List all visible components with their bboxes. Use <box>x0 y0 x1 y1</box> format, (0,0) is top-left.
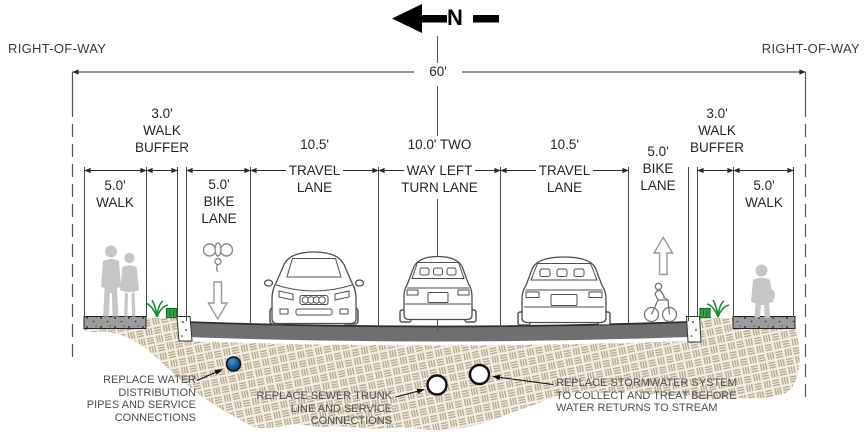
curb-left <box>176 316 193 342</box>
annotation-sewer: REPLACE SEWER TRUNK LINE AND SERVICE CON… <box>256 390 393 427</box>
annotation-water: REPLACE WATER DISTRIBUTION PIPES AND SER… <box>86 374 196 424</box>
bike-lane-arrow-up-icon <box>652 236 674 276</box>
bike-symbol-right-icon <box>643 282 678 323</box>
lane-label-two-way-left-turn: 10.0' TWO WAY LEFT TURN LANE <box>401 136 478 195</box>
north-arrow-icon <box>392 4 499 33</box>
lane-label-walk-buffer-right: 3.0' WALK BUFFER <box>690 106 744 155</box>
lane-boundary-lines <box>84 167 794 327</box>
stormwater-pipe-icon <box>468 363 491 386</box>
buffer-plants-left <box>145 299 178 319</box>
water-leader-line <box>196 368 223 382</box>
bike-symbol-left-icon <box>202 242 234 273</box>
lane-label-travel-lane-left: 10.5' TRAVEL LANE <box>250 136 379 196</box>
stormwater-leader-line <box>492 374 554 386</box>
sewer-pipe-icon <box>426 374 448 396</box>
north-label: N <box>447 5 463 30</box>
lane-label-bike-lane-left: 5.0' BIKE LANE <box>201 177 237 226</box>
water-pipe-icon <box>225 356 242 372</box>
buffer-plants-right <box>699 299 730 319</box>
sidewalk-left <box>83 316 147 329</box>
pedestrians-left-icon <box>101 245 139 317</box>
earth-hatch <box>84 318 800 431</box>
right-of-way-label-left: RIGHT-OF-WAY <box>8 41 107 56</box>
lane-label-walk-right: 5.0' WALK <box>745 178 783 210</box>
pedestrian-right-icon <box>751 264 775 318</box>
overall-dimension-label: 60' <box>414 64 462 79</box>
lane-label-travel-lane-right: 10.5' TRAVEL LANE <box>500 136 629 196</box>
car-rear-center-icon <box>399 255 477 323</box>
sewer-leader-line <box>395 388 425 398</box>
curb-right <box>685 316 702 343</box>
right-of-way-label-right: RIGHT-OF-WAY <box>761 41 860 56</box>
annotation-stormwater: REPLACE STORMWATER SYSTEM TO COLLECT AND… <box>556 377 737 414</box>
car-rear-right-icon <box>517 256 611 326</box>
sidewalk-right <box>732 316 796 329</box>
car-front-icon <box>263 251 365 325</box>
bike-lane-arrow-down-icon <box>207 281 229 321</box>
lane-label-bike-lane-right: 5.0' BIKE LANE <box>640 144 676 193</box>
lane-label-walk-left: 5.0' WALK <box>96 178 134 210</box>
lane-label-walk-buffer-left: 3.0' WALK BUFFER <box>135 106 189 155</box>
